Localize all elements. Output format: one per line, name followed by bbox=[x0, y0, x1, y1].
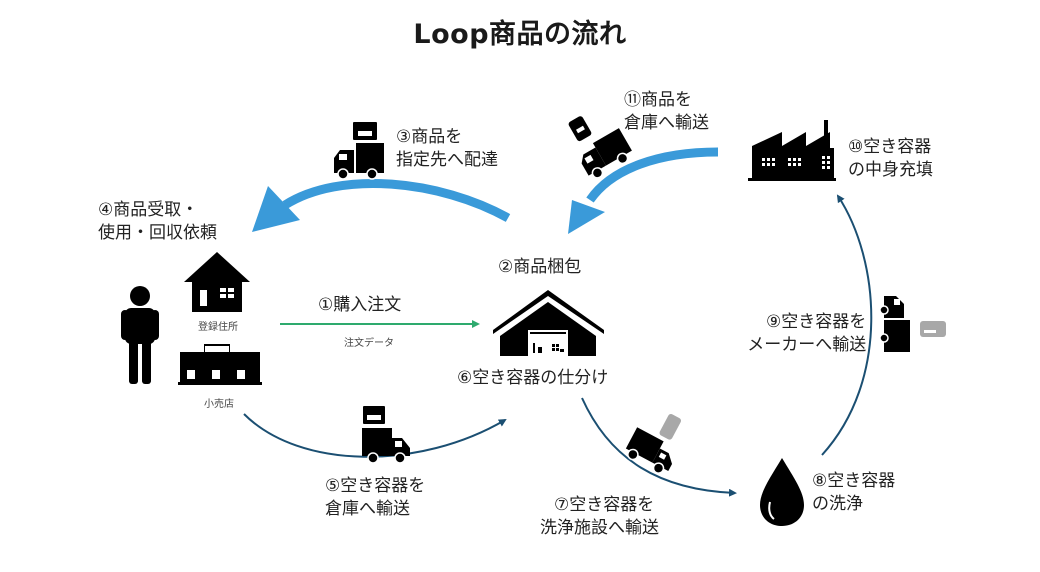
home-label: 登録住所 bbox=[198, 322, 238, 333]
warehouse-icon bbox=[493, 290, 604, 356]
step-4-label: ④商品受取・ 使用・回収依頼 bbox=[98, 199, 217, 245]
tilted-truck-product-icon bbox=[568, 116, 632, 179]
step-8-line2: の洗浄 bbox=[812, 494, 863, 514]
step-10-label: ⑩空き容器 の中身充填 bbox=[848, 136, 933, 182]
step-7-line1: ⑦空き容器を bbox=[554, 495, 655, 515]
step-10-line1: ⑩空き容器 bbox=[848, 137, 932, 157]
step-7-label: ⑦空き容器を 洗浄施設へ輸送 bbox=[540, 494, 659, 540]
factory-icon bbox=[748, 120, 836, 181]
step-5-label: ⑤空き容器を 倉庫へ輸送 bbox=[325, 475, 425, 521]
return-truck-icon bbox=[362, 406, 410, 464]
step-11-label: ⑪商品を 倉庫へ輸送 bbox=[624, 89, 709, 135]
step-1-label: ①購入注文 bbox=[318, 295, 402, 315]
step-3-line1: ③商品を bbox=[396, 127, 463, 147]
step-9-label: ⑨空き容器を メーカーへ輸送 bbox=[744, 311, 866, 357]
water-drop-icon bbox=[760, 458, 804, 526]
step-9-line2: メーカーへ輸送 bbox=[747, 335, 867, 355]
step-5-line2: 倉庫へ輸送 bbox=[325, 499, 410, 519]
step-5-line1: ⑤空き容器を bbox=[325, 476, 426, 496]
home-icon bbox=[184, 252, 250, 312]
store-label: 小売店 bbox=[204, 399, 234, 410]
step-3-line2: 指定先へ配達 bbox=[396, 150, 498, 170]
diagram-title: Loop商品の流れ bbox=[413, 19, 627, 50]
step-3-label: ③商品を 指定先へ配達 bbox=[396, 126, 498, 172]
arrow-return-container bbox=[243, 413, 507, 458]
arrow-to-maker bbox=[821, 194, 873, 456]
delivery-truck-icon bbox=[334, 122, 384, 180]
step-8-label: ⑧空き容器 の洗浄 bbox=[812, 470, 895, 516]
step-6-label: ⑥空き容器の仕分け bbox=[457, 368, 609, 388]
person-icon bbox=[121, 286, 159, 384]
step-9-line1: ⑨空き容器を bbox=[766, 312, 867, 332]
step-1-sublabel: 注文データ bbox=[344, 338, 394, 349]
arrow-deliver-to-customer bbox=[252, 178, 511, 232]
store-icon bbox=[178, 344, 262, 385]
tilted-truck-container-icon bbox=[625, 413, 682, 474]
arrow-product-to-warehouse bbox=[568, 147, 719, 234]
step-11-line1: ⑪商品を bbox=[624, 90, 692, 110]
step-4-line1: ④商品受取・ bbox=[98, 200, 199, 220]
step-11-line2: 倉庫へ輸送 bbox=[624, 113, 709, 133]
step-4-line2: 使用・回収依頼 bbox=[98, 223, 217, 243]
step-10-line2: の中身充填 bbox=[848, 160, 933, 180]
arrow-to-washing bbox=[581, 397, 737, 497]
vertical-truck-container-icon bbox=[879, 296, 946, 352]
step-7-line2: 洗浄施設へ輸送 bbox=[540, 518, 659, 538]
step-8-line1: ⑧空き容器 bbox=[812, 471, 896, 491]
step-2-label: ②商品梱包 bbox=[498, 257, 582, 277]
